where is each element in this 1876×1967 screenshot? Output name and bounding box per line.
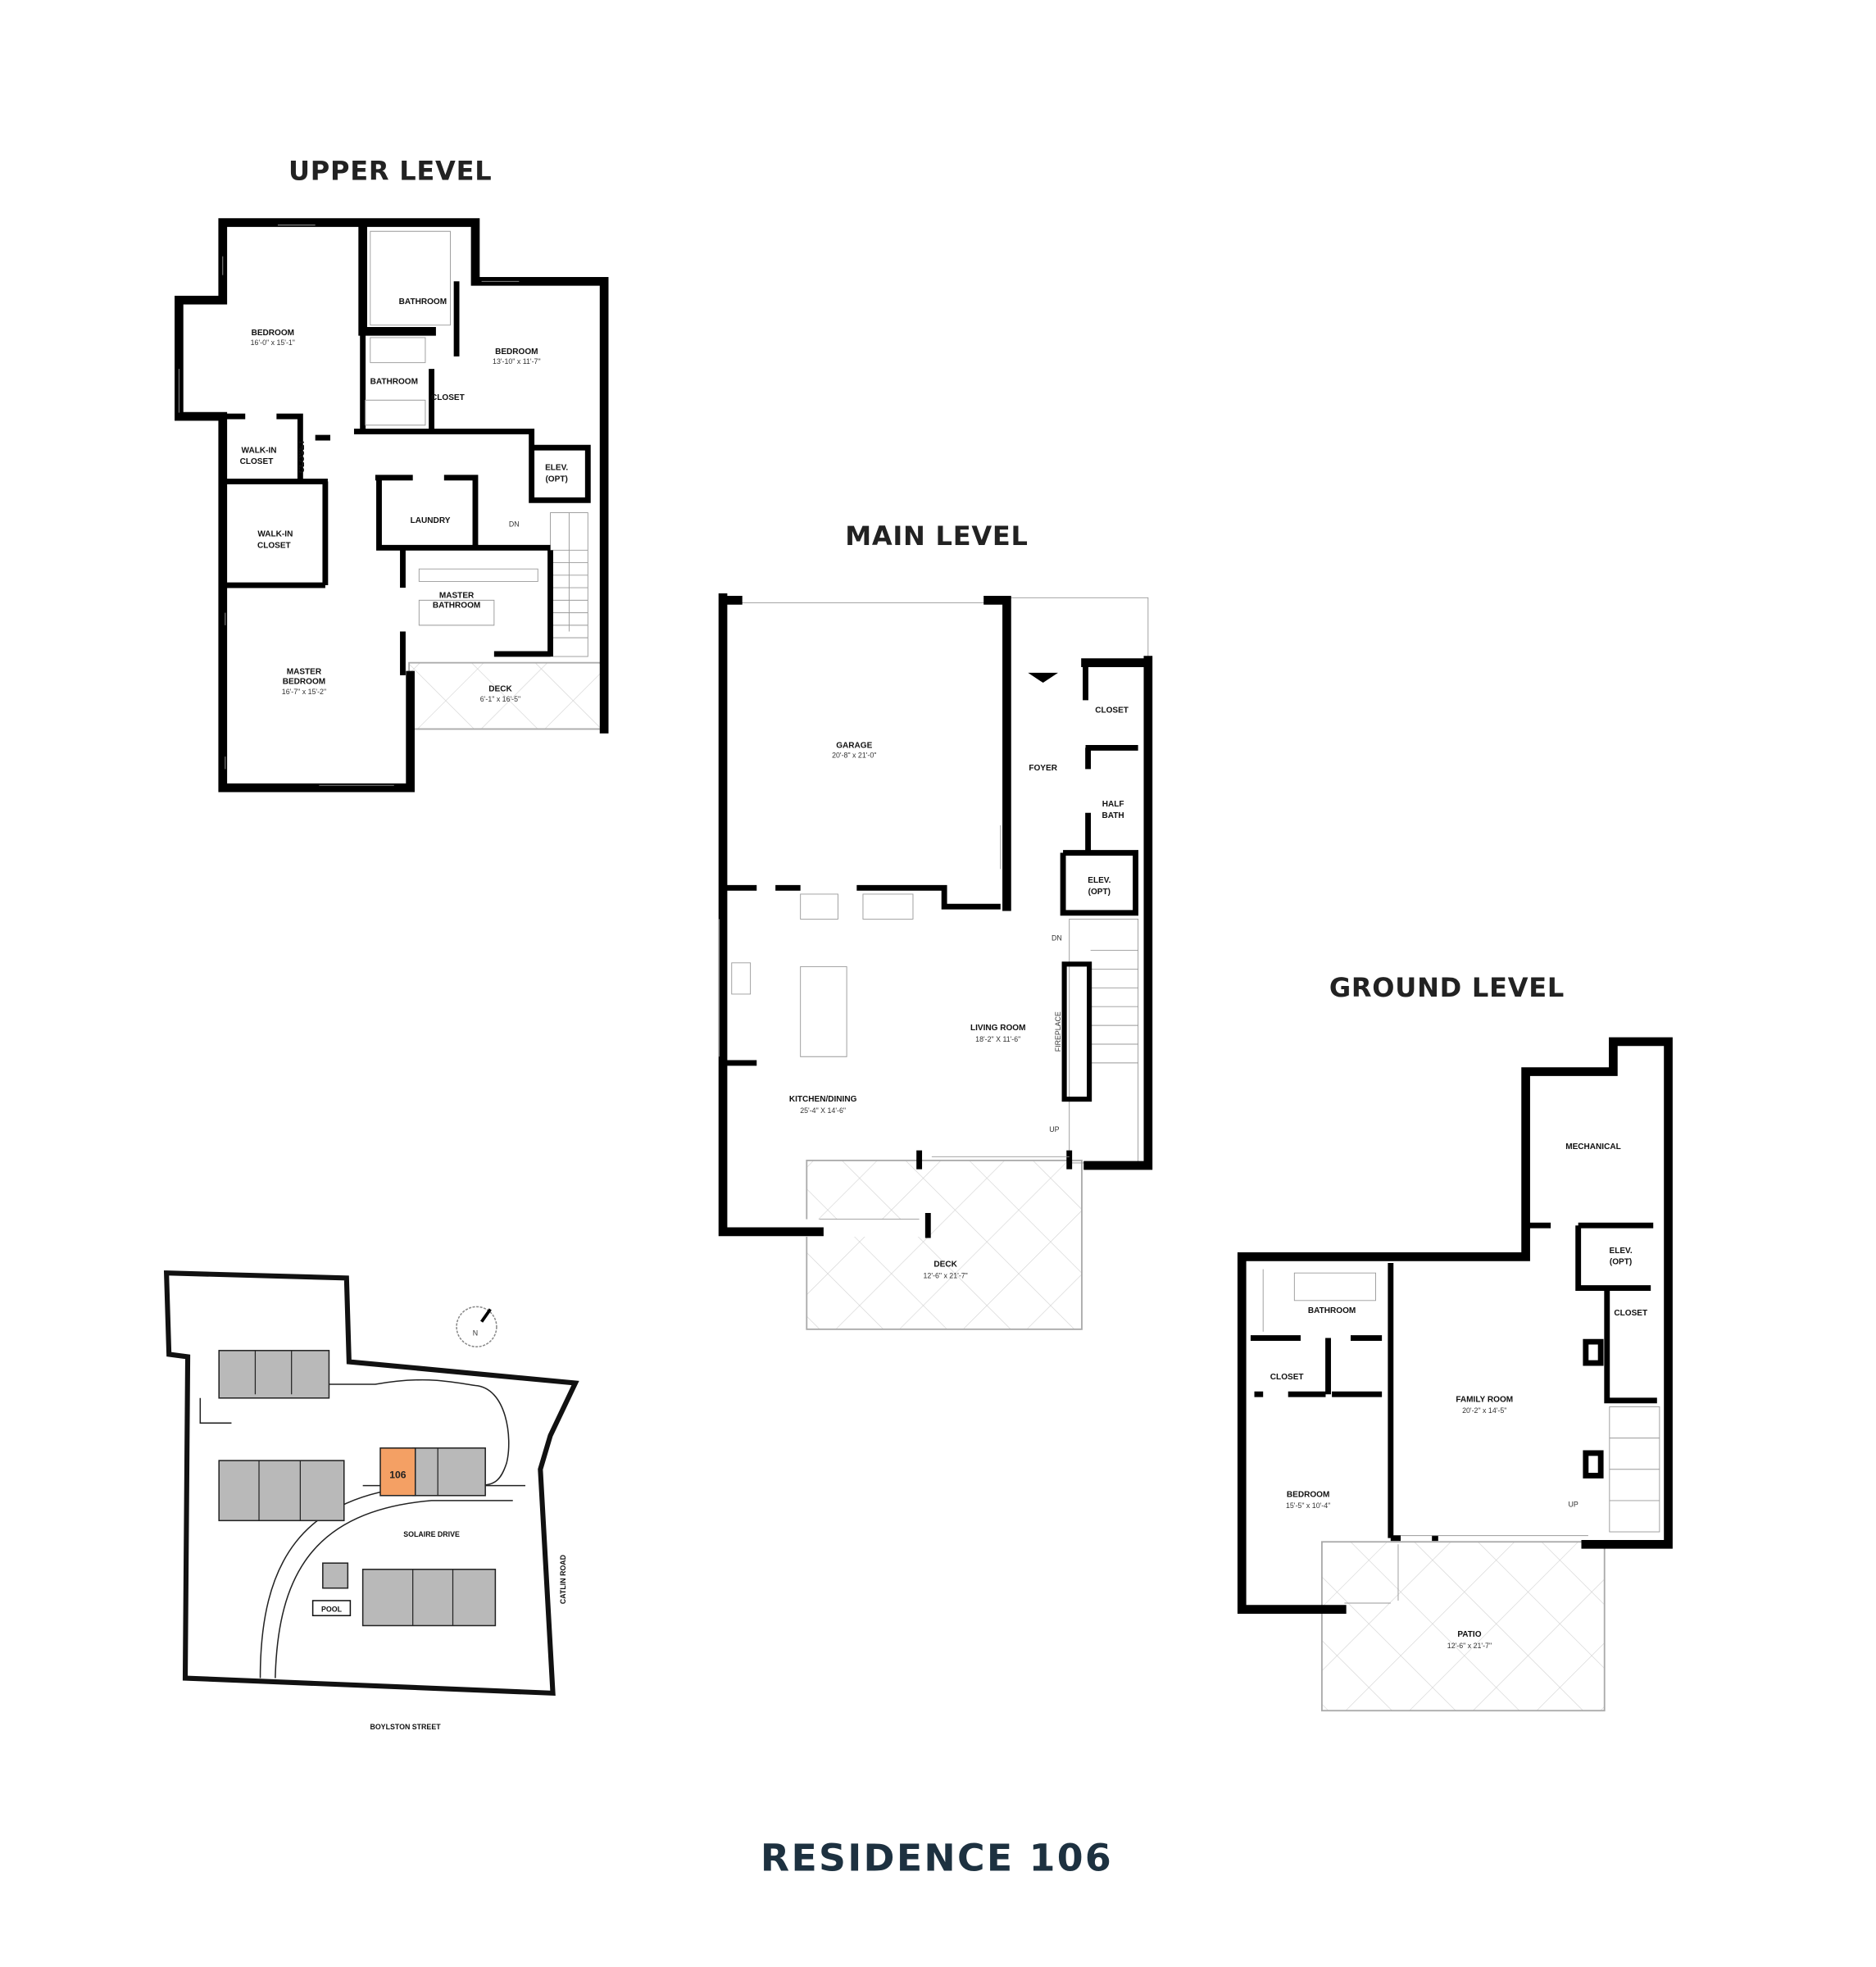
svg-text:CLOSET: CLOSET xyxy=(240,457,275,466)
main-level-plan: MAIN LEVEL GARAGE 20'-8" x 21'-0" CLOSET… xyxy=(718,520,1153,1330)
svg-text:POOL: POOL xyxy=(321,1606,343,1614)
main-room-labels: GARAGE 20'-8" x 21'-0" CLOSET FOYER HALF… xyxy=(789,706,1129,1280)
upper-stairs xyxy=(550,512,588,657)
svg-text:(OPT): (OPT) xyxy=(545,475,567,484)
svg-text:ELEV.: ELEV. xyxy=(1610,1247,1633,1256)
svg-text:DN: DN xyxy=(1052,934,1062,942)
upper-exterior-walls xyxy=(175,218,609,793)
unit-106-highlight xyxy=(379,1447,416,1497)
ground-level-heading: GROUND LEVEL xyxy=(1329,972,1565,1003)
svg-text:UP: UP xyxy=(1049,1125,1059,1133)
svg-text:GARAGE: GARAGE xyxy=(836,741,872,750)
svg-text:HALF: HALF xyxy=(1102,800,1124,809)
svg-text:DN: DN xyxy=(509,520,520,528)
ground-stairs xyxy=(1609,1406,1660,1533)
main-exterior-walls xyxy=(718,593,1153,1237)
svg-text:MASTER: MASTER xyxy=(439,591,475,600)
svg-text:MECHANICAL: MECHANICAL xyxy=(1565,1142,1621,1152)
svg-text:BOYLSTON STREET: BOYLSTON STREET xyxy=(370,1723,441,1731)
svg-text:18'-2" X 11'-6": 18'-2" X 11'-6" xyxy=(975,1035,1020,1043)
main-deck xyxy=(806,1159,1083,1330)
main-interior-walls xyxy=(725,662,1139,1238)
svg-text:CLOSET: CLOSET xyxy=(1614,1309,1648,1318)
svg-text:CATLIN ROAD: CATLIN ROAD xyxy=(559,1555,567,1604)
svg-text:12'-6" x 21'-7": 12'-6" x 21'-7" xyxy=(924,1271,968,1279)
svg-text:25'-4" X 14'-6": 25'-4" X 14'-6" xyxy=(800,1106,846,1115)
svg-text:(OPT): (OPT) xyxy=(1610,1258,1632,1267)
svg-text:N: N xyxy=(473,1329,478,1337)
svg-text:UP: UP xyxy=(1568,1501,1578,1509)
ground-interior-walls xyxy=(1250,1222,1657,1542)
svg-text:BEDROOM: BEDROOM xyxy=(252,329,294,338)
svg-text:BATHROOM: BATHROOM xyxy=(399,298,447,307)
svg-text:BATHROOM: BATHROOM xyxy=(1308,1306,1356,1315)
svg-text:16'-7" x 15'-2": 16'-7" x 15'-2" xyxy=(282,688,326,696)
upper-room-labels: BEDROOM 16'-0" x 15'-1" BATHROOM BEDROOM… xyxy=(240,298,569,703)
site-buildings xyxy=(218,1350,497,1627)
svg-text:20'-8" x 21'-0": 20'-8" x 21'-0" xyxy=(832,752,876,760)
svg-text:DECK: DECK xyxy=(488,685,512,694)
upper-level-heading: UPPER LEVEL xyxy=(288,156,492,187)
svg-text:(OPT): (OPT) xyxy=(1088,888,1111,897)
main-stairs xyxy=(1069,918,1139,1164)
svg-text:BATHROOM: BATHROOM xyxy=(433,602,480,611)
svg-text:WALK-IN: WALK-IN xyxy=(242,446,277,455)
main-level-heading: MAIN LEVEL xyxy=(845,520,1029,552)
ground-exterior-walls xyxy=(1237,1037,1673,1614)
svg-text:CLOSET: CLOSET xyxy=(1270,1373,1305,1382)
svg-text:CLOSET: CLOSET xyxy=(1095,706,1129,715)
svg-text:PATIO: PATIO xyxy=(1457,1630,1481,1639)
unit-106-label: 106 xyxy=(389,1469,407,1480)
svg-text:20'-2" x 14'-5": 20'-2" x 14'-5" xyxy=(1462,1406,1506,1415)
site-boundary xyxy=(163,1270,579,1697)
svg-text:FOYER: FOYER xyxy=(1029,764,1057,773)
svg-text:6'-1" x 16'-5": 6'-1" x 16'-5" xyxy=(480,695,520,703)
north-arrow-icon: N xyxy=(456,1306,497,1347)
svg-text:LAUNDRY: LAUNDRY xyxy=(411,516,451,525)
svg-text:BEDROOM: BEDROOM xyxy=(283,678,325,687)
svg-text:12'-6" x 21'-7": 12'-6" x 21'-7" xyxy=(1447,1642,1492,1650)
svg-text:ELEV.: ELEV. xyxy=(545,464,568,473)
patio xyxy=(1320,1541,1606,1712)
svg-text:WALK-IN: WALK-IN xyxy=(257,530,293,539)
svg-text:BEDROOM: BEDROOM xyxy=(495,348,538,357)
svg-text:SOLAIRE DRIVE: SOLAIRE DRIVE xyxy=(403,1530,460,1538)
svg-text:KITCHEN/DINING: KITCHEN/DINING xyxy=(789,1095,857,1104)
svg-text:DECK: DECK xyxy=(933,1261,957,1270)
svg-text:CLOSET: CLOSET xyxy=(298,439,307,474)
ground-level-plan: GROUND LEVEL MECHANICAL ELEV. (OPT) BATH… xyxy=(1237,972,1673,1712)
svg-text:BATHROOM: BATHROOM xyxy=(370,377,418,386)
svg-text:MASTER: MASTER xyxy=(287,667,322,676)
svg-text:FAMILY ROOM: FAMILY ROOM xyxy=(1456,1395,1513,1404)
upper-deck xyxy=(408,661,606,730)
fireplace xyxy=(1061,961,1092,1102)
site-plan: 106 POOL SOLAIRE DRIVE CATLIN ROAD BOYLS… xyxy=(163,1270,579,1731)
svg-text:16'-0" x 15'-1": 16'-0" x 15'-1" xyxy=(251,338,295,347)
pool xyxy=(311,1600,352,1617)
svg-text:ELEV.: ELEV. xyxy=(1088,876,1111,885)
ground-room-labels: MECHANICAL ELEV. (OPT) BATHROOM CLOSET C… xyxy=(1270,1142,1648,1650)
svg-text:13'-10" x 11'-7": 13'-10" x 11'-7" xyxy=(493,357,541,366)
svg-text:15'-5" x 10'-4": 15'-5" x 10'-4" xyxy=(1286,1501,1330,1510)
entry-arrow-icon xyxy=(1028,672,1058,684)
svg-text:CLOSET: CLOSET xyxy=(257,541,292,550)
residence-title: RESIDENCE 106 xyxy=(761,1837,1113,1880)
svg-text:FIREPLACE: FIREPLACE xyxy=(1054,1011,1062,1052)
svg-text:BATH: BATH xyxy=(1102,811,1124,820)
upper-interior-walls xyxy=(222,281,591,675)
upper-level-plan: UPPER LEVEL BEDROOM 16'-0" x 15'-1" BATH… xyxy=(175,156,609,793)
svg-text:LIVING ROOM: LIVING ROOM xyxy=(970,1024,1026,1033)
svg-text:BEDROOM: BEDROOM xyxy=(1287,1490,1329,1499)
svg-text:CLOSET: CLOSET xyxy=(431,393,466,402)
